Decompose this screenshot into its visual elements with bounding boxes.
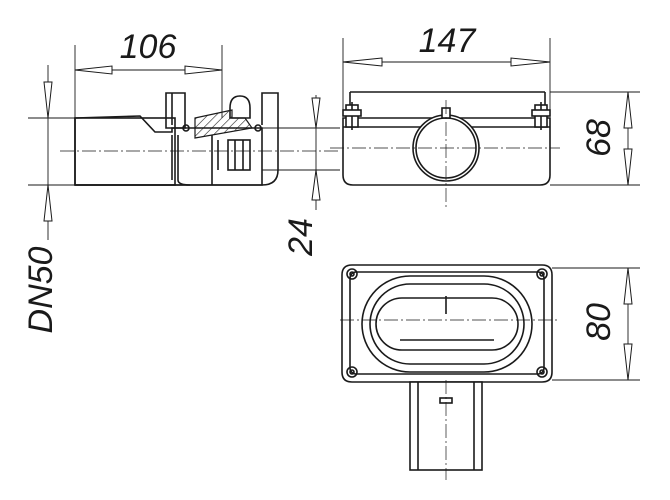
dimension-dn50-label: DN50 — [22, 246, 60, 333]
bolt-left — [342, 102, 362, 130]
bolt-right — [531, 102, 551, 130]
front-view: 147 68 — [330, 22, 640, 210]
dimension-80-label: 80 — [580, 303, 618, 341]
plan-view: 80 — [340, 264, 640, 480]
side-section-view: 106 DN50 — [22, 28, 340, 333]
dimension-106-label: 106 — [120, 28, 177, 66]
dimension-147-label: 147 — [419, 22, 477, 60]
dimension-68-label: 68 — [580, 119, 618, 157]
dimension-24-label: 24 — [282, 218, 320, 257]
